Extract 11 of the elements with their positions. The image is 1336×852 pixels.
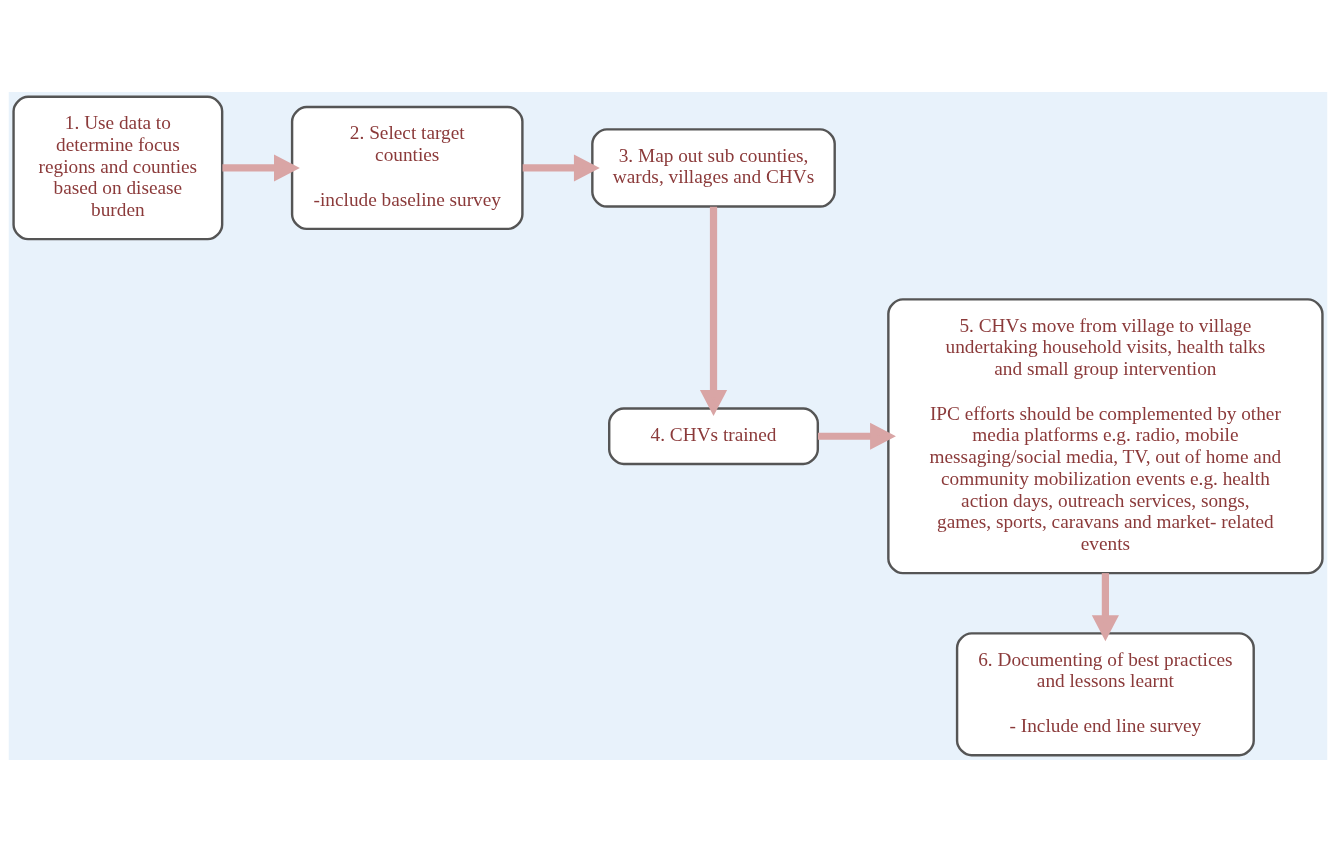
arrow xyxy=(522,154,600,182)
node-box: 4. CHVs trained xyxy=(608,407,820,466)
arrow xyxy=(222,154,300,182)
arrow xyxy=(818,422,896,450)
node-box: 5. CHVs move from village to village undertaking household visits, health talks and small group intervention IPC efforts should be complemented by other media platforms e.g. radio, mobile messaging/social media, TV, out of home and community mobilization events e.g. health action days, outreach services, songs, games, sports, caravans and market- related events xyxy=(887,298,1324,575)
arrow xyxy=(699,206,728,416)
arrow xyxy=(1091,573,1119,642)
node-box: 1. Use data to determine focus regions and counties based on disease burden xyxy=(12,95,224,241)
node-box: 6. Documenting of best practices and lessons learnt - Include end line survey xyxy=(955,632,1255,757)
node-box: 3. Map out sub counties, wards, villages and CHVs xyxy=(591,128,836,208)
node-box: 2. Select target counties -include baseline survey xyxy=(290,105,524,231)
